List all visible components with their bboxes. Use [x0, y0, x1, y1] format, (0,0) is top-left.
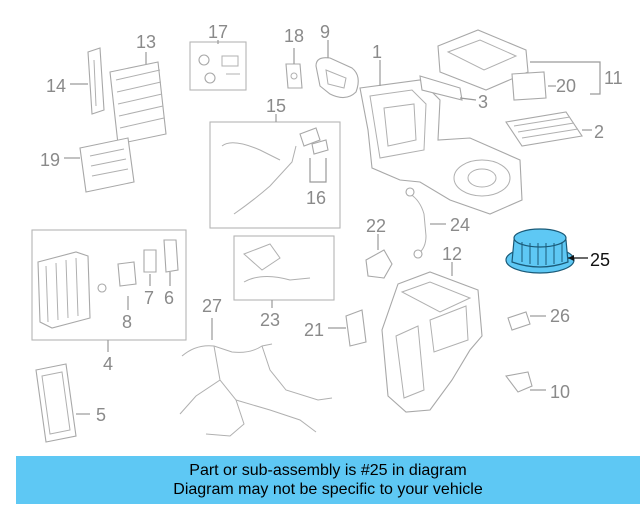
callout-20: 20: [556, 76, 576, 96]
part-25-blower-motor[interactable]: [505, 228, 588, 274]
callout-27: 27: [202, 296, 222, 316]
part-22-actuator: [365, 234, 393, 279]
part-3-door-link: [419, 75, 477, 101]
callout-16: 16: [306, 188, 326, 208]
callout-13: 13: [136, 32, 156, 52]
callout-23: 23: [260, 310, 280, 330]
part-13-evaporator-core: [109, 52, 167, 145]
info-banner: Part or sub-assembly is #25 in diagram D…: [16, 456, 640, 504]
part-23-harness-kit: [233, 235, 335, 308]
part-27-wiring-harness: [179, 318, 333, 437]
callout-22: 22: [366, 216, 386, 236]
exploded-parts-diagram: 1 2 3 4 5 6 7 8 9 10 11 12 13 14 15 16 1…: [31, 22, 623, 443]
callout-15: 15: [266, 96, 286, 116]
callout-12: 12: [442, 244, 462, 264]
callout-21: 21: [304, 320, 324, 340]
callout-9: 9: [320, 22, 330, 42]
callout-25[interactable]: 25: [590, 250, 610, 270]
part-9-gasket: [315, 40, 359, 99]
callout-18: 18: [284, 26, 304, 46]
part-5-frame: [35, 363, 90, 443]
callout-1: 1: [372, 42, 382, 62]
callout-10: 10: [550, 382, 570, 402]
part-19-heater-core: [64, 137, 135, 193]
part-21-bracket: [328, 309, 367, 347]
callout-8: 8: [122, 312, 132, 332]
banner-line-part-number: Part or sub-assembly is #25 in diagram: [189, 462, 467, 479]
callout-17: 17: [208, 22, 228, 42]
callout-3: 3: [478, 92, 488, 112]
callout-11: 11: [604, 68, 623, 88]
part-12-lower-housing: [381, 262, 483, 413]
part-14-bracket: [70, 47, 105, 115]
callout-5: 5: [96, 405, 106, 425]
banner-line-disclaimer: Diagram may not be specific to your vehi…: [173, 481, 483, 498]
part-10-sensor: [505, 371, 546, 393]
part-24-drain-hose: [405, 187, 446, 259]
part-1-hvac-housing: [359, 60, 523, 215]
part-18-sensor: [285, 48, 303, 89]
callout-4: 4: [103, 354, 113, 374]
part-2-cabin-filter: [505, 111, 592, 147]
callout-2: 2: [594, 122, 604, 142]
part-4-heater-kit: [31, 229, 187, 352]
part-26-seal: [507, 311, 546, 331]
callout-7: 7: [144, 288, 154, 308]
part-15-pipe-kit: [209, 114, 341, 229]
part-17-clip-kit: [189, 40, 247, 91]
callout-6: 6: [164, 288, 174, 308]
callout-26: 26: [550, 306, 570, 326]
blower-top: [513, 228, 567, 248]
part-11-duct-assembly: [437, 29, 601, 101]
callout-24: 24: [450, 215, 470, 235]
callout-14: 14: [46, 76, 66, 96]
callout-19: 19: [40, 150, 60, 170]
